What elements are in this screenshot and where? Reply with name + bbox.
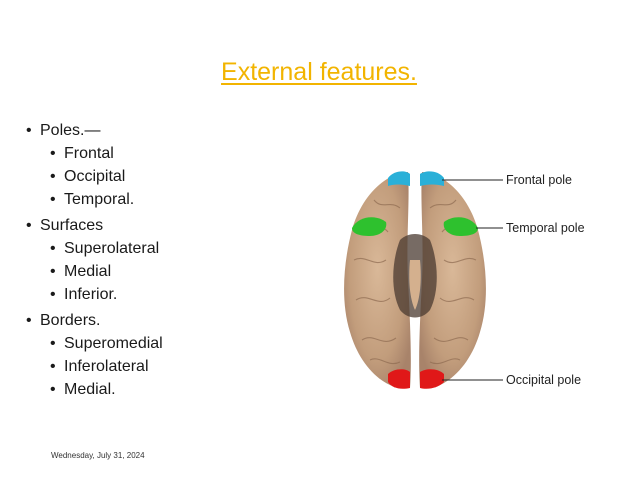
frontal-pole-label: Frontal pole <box>506 173 572 187</box>
bullet-subitem: Medial. <box>26 378 286 401</box>
bullet-subitem: Superomedial <box>26 332 286 355</box>
temporal-pole-label: Temporal pole <box>506 221 585 235</box>
bullet-subitem: Inferior. <box>26 283 286 306</box>
frontal-pole-right <box>420 171 444 186</box>
bullet-item: Borders. <box>26 309 286 332</box>
bullet-subitem: Medial <box>26 260 286 283</box>
bullet-item: Surfaces <box>26 214 286 237</box>
occipital-pole-right <box>420 369 444 389</box>
bullet-subitem: Temporal. <box>26 188 286 211</box>
brain-inferior-view-figure: Frontal pole Temporal pole Occipital pol… <box>344 171 585 389</box>
temporal-pole-right <box>443 217 478 236</box>
cerebral-peduncle <box>409 260 421 310</box>
bullet-list: Poles.— Frontal Occipital Temporal. Surf… <box>26 119 286 401</box>
temporal-pole-left <box>352 217 387 236</box>
bullet-item: Poles.— <box>26 119 286 142</box>
occipital-pole-label: Occipital pole <box>506 373 581 387</box>
slide-date: Wednesday, July 31, 2024 <box>51 451 145 460</box>
bullet-subitem: Occipital <box>26 165 286 188</box>
occipital-pole-left <box>388 369 410 389</box>
gyri-texture <box>353 199 477 365</box>
slide-title: External features. <box>221 58 417 86</box>
frontal-pole-left <box>388 171 410 186</box>
bullet-subitem: Superolateral <box>26 237 286 260</box>
bullet-subitem: Frontal <box>26 142 286 165</box>
bullet-subitem: Inferolateral <box>26 355 286 378</box>
